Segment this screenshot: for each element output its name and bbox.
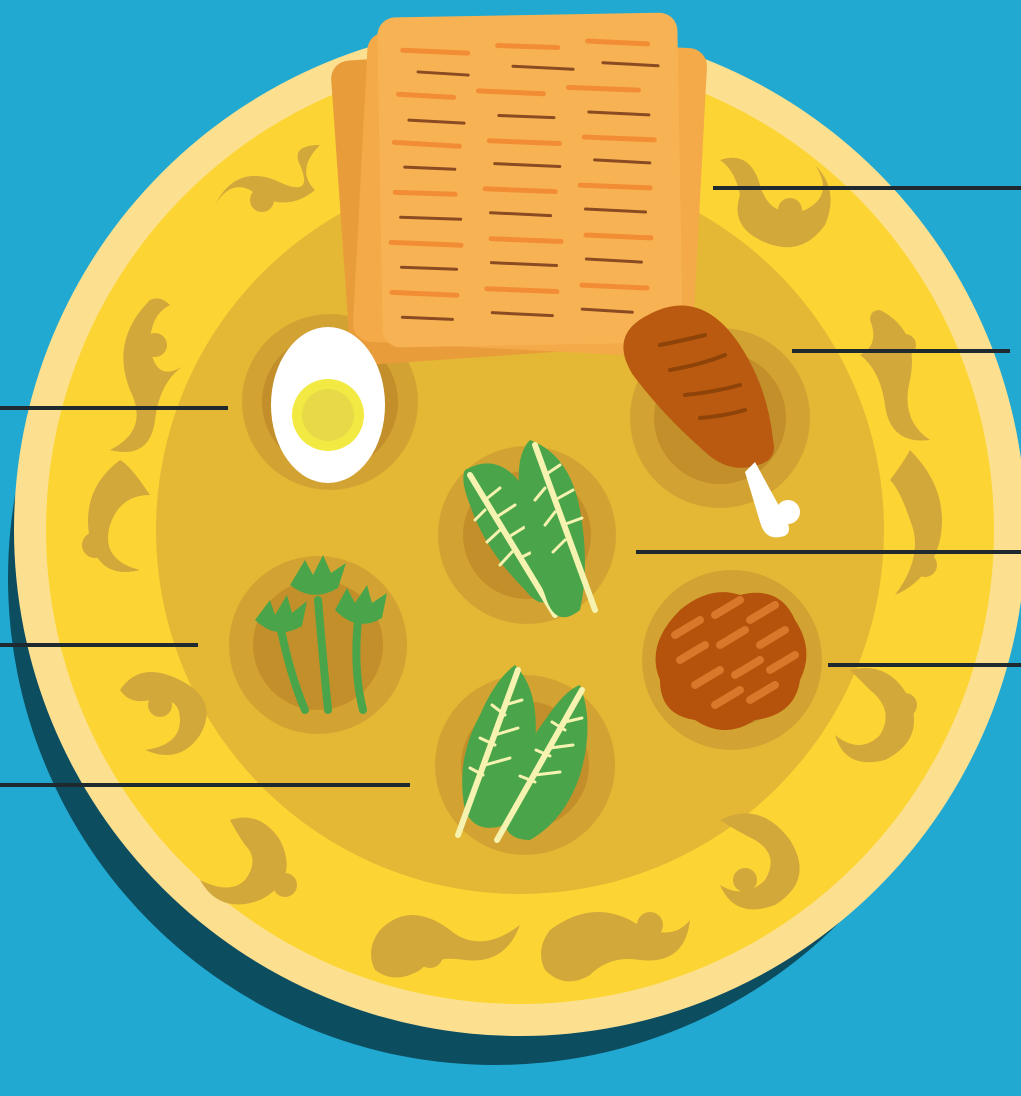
swirl-dot [778, 198, 802, 222]
swirl-dot [417, 942, 443, 968]
egg-icon [271, 327, 385, 483]
matzah-icon [330, 12, 708, 366]
swirl-dot [143, 333, 167, 357]
swirl-dot [893, 693, 917, 717]
swirl-dot [637, 912, 663, 938]
charoset-icon [656, 592, 807, 730]
swirl-dot [250, 188, 274, 212]
swirl-dot [148, 693, 172, 717]
swirl-dot [82, 532, 108, 558]
swirl-dot [913, 553, 937, 577]
swirl-dot [273, 873, 297, 897]
swirl-dot [733, 868, 757, 892]
